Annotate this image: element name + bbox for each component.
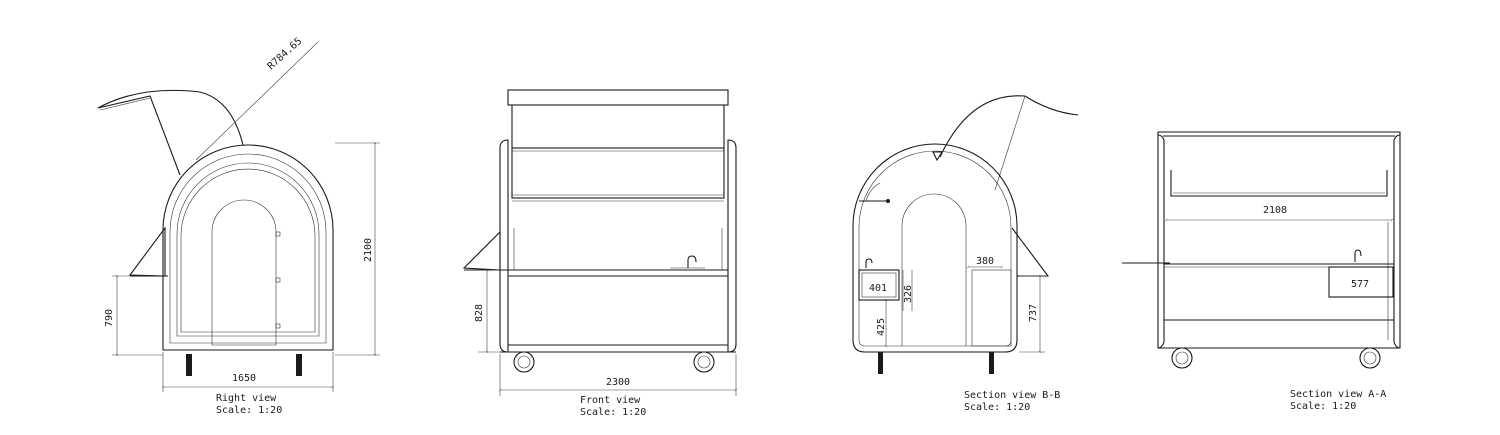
section-aa-dim-577: 577 (1351, 279, 1369, 290)
front-view: 2300 828 Front view Scale: 1:20 (462, 89, 738, 418)
right-view-title: Right view (216, 393, 277, 404)
right-view-height-label: 2100 (363, 238, 374, 262)
right-view-width-label: 1650 (232, 373, 256, 384)
front-view-width-label: 2300 (606, 377, 630, 388)
section-bb-dim-326: 326 (903, 285, 914, 303)
section-bb-title: Section view B-B (964, 390, 1060, 401)
section-bb-dim-380: 380 (976, 256, 994, 267)
right-view-radius-label: R784.65 (266, 36, 305, 72)
front-view-scale: Scale: 1:20 (580, 407, 646, 418)
section-bb-dim-401: 401 (869, 283, 887, 294)
right-view-scale: Scale: 1:20 (216, 405, 282, 416)
right-view: R784.65 1650 2100 790 Right view Scale: … (97, 36, 380, 416)
section-bb-dim-425: 425 (876, 318, 887, 336)
front-view-counter-height-label: 828 (474, 304, 485, 322)
right-view-counter-height-label: 790 (104, 309, 115, 327)
section-bb-dim-737: 737 (1028, 304, 1039, 322)
section-bb-scale: Scale: 1:20 (964, 402, 1030, 413)
section-view-aa: 2108 577 Section view A-A Scale: 1:20 (1122, 131, 1401, 412)
section-aa-scale: Scale: 1:20 (1290, 401, 1356, 412)
front-view-title: Front view (580, 395, 641, 406)
section-aa-dim-2108: 2108 (1263, 205, 1287, 216)
section-view-bb: 401 326 425 380 737 Section view B-B Sca… (852, 95, 1079, 413)
section-aa-title: Section view A-A (1290, 389, 1386, 400)
